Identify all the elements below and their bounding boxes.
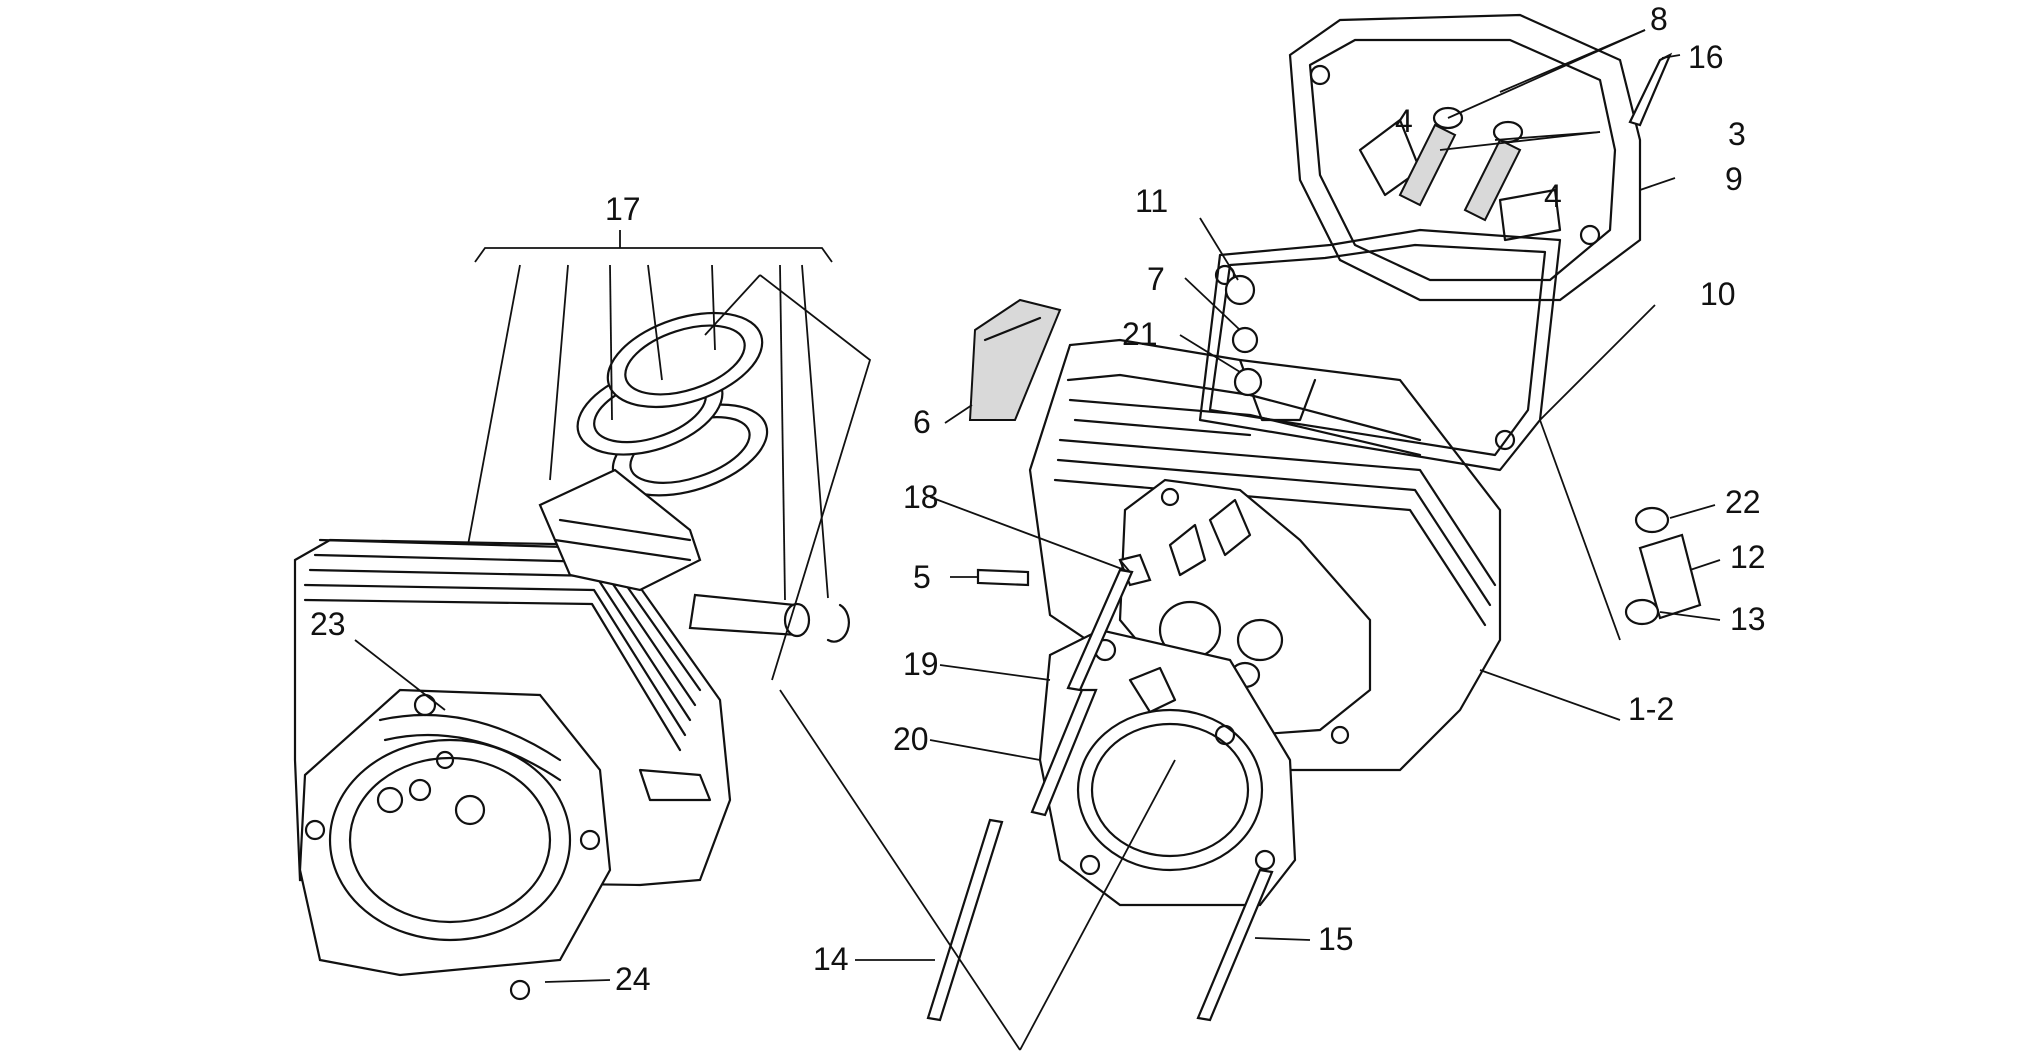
callout-4-left: 4	[1395, 103, 1413, 139]
callout-10: 10	[1700, 276, 1736, 312]
callout-24: 24	[615, 961, 651, 997]
callout-6: 6	[913, 404, 931, 440]
callout-12: 12	[1730, 539, 1766, 575]
callout-19: 19	[903, 646, 939, 682]
callout-14: 14	[813, 941, 849, 977]
callout-labels: 1-2 3 4 4 5 6 7 8 9 10 11 12 13 14 15 16…	[310, 1, 1766, 997]
callout-23: 23	[310, 606, 346, 642]
callout-15: 15	[1318, 921, 1354, 957]
callout-13: 13	[1730, 601, 1766, 637]
callout-1-2: 1-2	[1628, 691, 1674, 727]
piston-assembly	[538, 311, 850, 643]
callout-7: 7	[1147, 261, 1165, 297]
callout-16: 16	[1688, 39, 1724, 75]
callout-8: 8	[1650, 1, 1668, 37]
leader-lines	[354, 29, 1721, 1051]
callout-5: 5	[913, 559, 931, 595]
rocker-cover	[1288, 13, 1642, 302]
callout-22: 22	[1725, 484, 1761, 520]
head-gasket	[1038, 628, 1297, 907]
callout-18: 18	[903, 479, 939, 515]
callout-4-right: 4	[1544, 178, 1562, 214]
bracket-17	[467, 230, 872, 681]
cylinder-barrel	[293, 538, 732, 1001]
callout-9: 9	[1725, 161, 1743, 197]
callout-21: 21	[1122, 316, 1158, 352]
callout-17: 17	[605, 191, 641, 227]
callout-3: 3	[1728, 116, 1746, 152]
callout-11: 11	[1135, 183, 1168, 219]
callout-20: 20	[893, 721, 929, 757]
